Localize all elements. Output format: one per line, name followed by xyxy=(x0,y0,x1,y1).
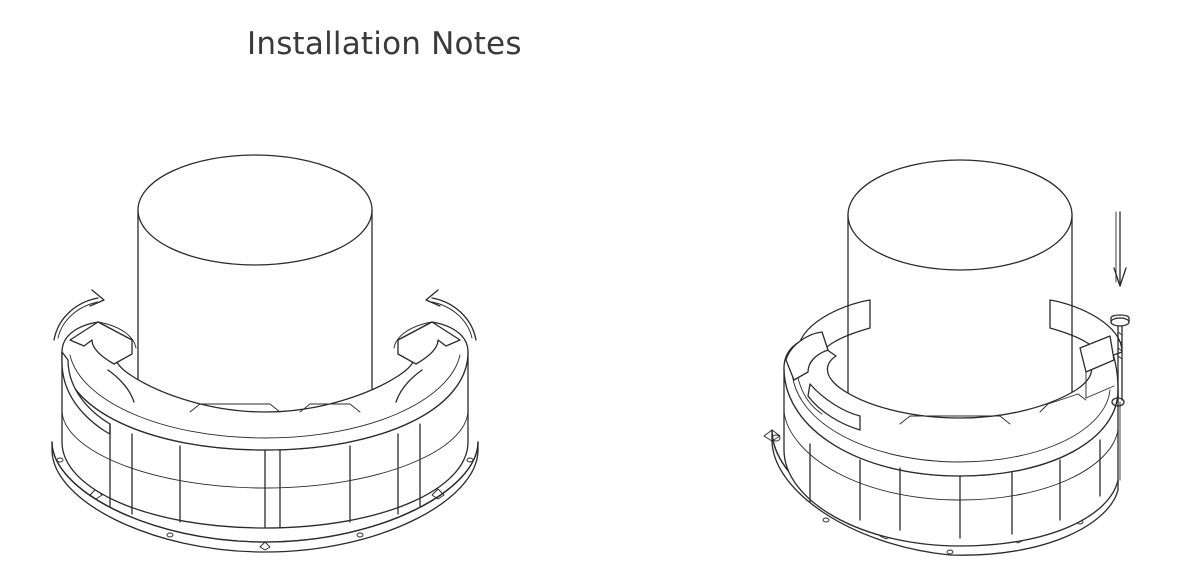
ring-segments xyxy=(783,299,1125,547)
base-flange xyxy=(51,441,479,553)
ring-segments xyxy=(61,321,469,529)
figure-screw-ring xyxy=(750,150,1170,570)
screw-ring-illustration xyxy=(763,159,1130,556)
rotate-arrows-icon xyxy=(53,289,477,341)
screw-down-arrow-icon xyxy=(1110,211,1130,481)
page-title: Installation Notes xyxy=(247,26,522,62)
cylinder xyxy=(847,159,1073,461)
figure-rotate-ring xyxy=(40,150,490,570)
rotate-ring-illustration xyxy=(51,154,479,553)
